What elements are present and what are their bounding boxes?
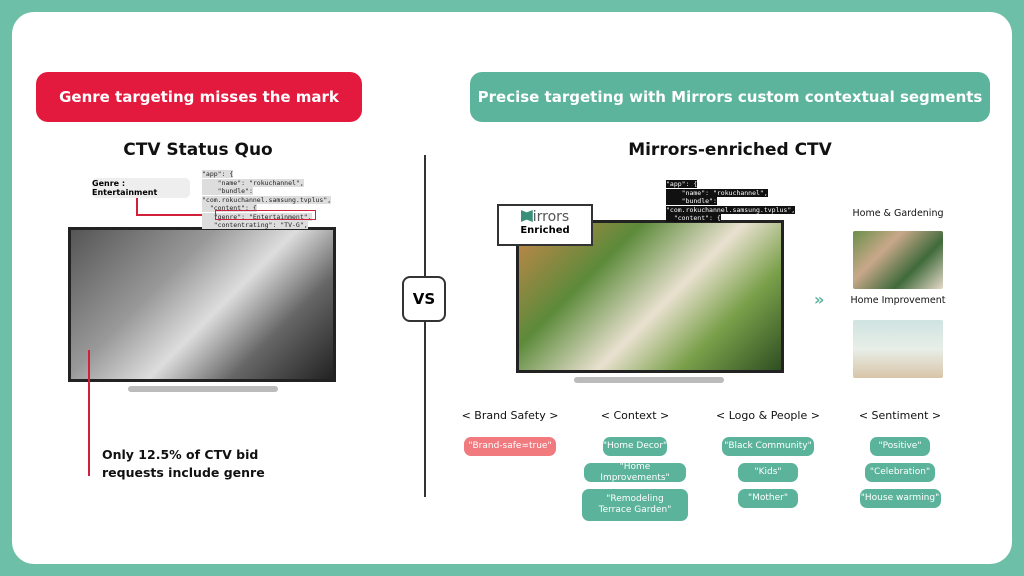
left-banner: Genre targeting misses the mark xyxy=(36,72,362,122)
mirrors-logo-icon xyxy=(520,210,533,222)
segment-tag: "Positive" xyxy=(870,437,930,456)
mirrors-logo: irrors xyxy=(499,209,591,225)
segment-label: Home Improvement xyxy=(850,295,946,306)
mirrors-enriched-badge: irrors Enriched xyxy=(497,204,593,246)
segment-label: Home & Gardening xyxy=(852,208,944,219)
home-gardening-image xyxy=(853,231,943,289)
json-line: "app": { xyxy=(202,170,234,178)
json-snippet: "app": { "name": "rokuchannel", "bundle"… xyxy=(202,170,332,230)
connector-line xyxy=(136,198,138,215)
logo-text: irrors xyxy=(532,209,570,225)
left-title: CTV Status Quo xyxy=(123,140,273,160)
segment-tag: "Mother" xyxy=(738,489,798,508)
category-header: < Brand Safety > xyxy=(461,409,559,422)
tv-stand xyxy=(128,386,278,392)
category-header: < Logo & People > xyxy=(716,409,820,422)
json-line: "content": { xyxy=(202,204,257,212)
segment-tag: "Black Community" xyxy=(722,437,814,456)
json-line: "name": "rokuchannel", xyxy=(202,178,304,187)
chevrons-right-icon: » xyxy=(814,290,825,309)
pointer-line xyxy=(88,350,90,476)
json-line: "bundle": xyxy=(666,197,717,205)
genre-tag: Genre : Entertainment xyxy=(92,178,190,198)
genre-highlight xyxy=(215,210,316,220)
json-snippet: "app": { "name": "rokuchannel", "bundle"… xyxy=(666,180,796,223)
json-line: "bundle": xyxy=(202,187,253,195)
tv-grayscale xyxy=(68,227,336,382)
category-header: < Context > xyxy=(600,409,670,422)
tv-stand xyxy=(574,377,724,383)
segment-tag: "Celebration" xyxy=(864,463,936,482)
category-header: < Sentiment > xyxy=(858,409,942,422)
home-improvement-image xyxy=(853,320,943,378)
json-line: "com.rokuchannel.samsung.tvplus", xyxy=(666,205,796,214)
segment-tag: "Remodeling Terrace Garden" xyxy=(582,489,688,521)
genre-stat-note: Only 12.5% of CTV bid requests include g… xyxy=(102,447,265,480)
json-line: "contentrating": "TV-G", xyxy=(202,221,308,229)
vs-badge: VS xyxy=(402,276,446,322)
divider xyxy=(424,155,426,497)
json-line: "content": { xyxy=(666,214,721,222)
json-line: "name": "rokuchannel", xyxy=(666,188,768,197)
json-line: "genre": "Entertainment", xyxy=(202,212,312,221)
segment-tag: "House warming" xyxy=(859,489,941,508)
segment-tag: "Kids" xyxy=(738,463,798,482)
right-banner: Precise targeting with Mirrors custom co… xyxy=(470,72,990,122)
right-title: Mirrors-enriched CTV xyxy=(628,140,832,160)
segment-tag: "Home Decor" xyxy=(602,437,668,456)
connector-line xyxy=(136,214,216,216)
segment-tag: "Brand-safe=true" xyxy=(464,437,556,456)
segment-tag: "Home Improvements" xyxy=(583,462,687,483)
json-line: "com.rokuchannel.samsung.tvplus", xyxy=(202,195,332,204)
enriched-label: Enriched xyxy=(520,225,570,236)
json-line: "app": { xyxy=(666,180,698,188)
